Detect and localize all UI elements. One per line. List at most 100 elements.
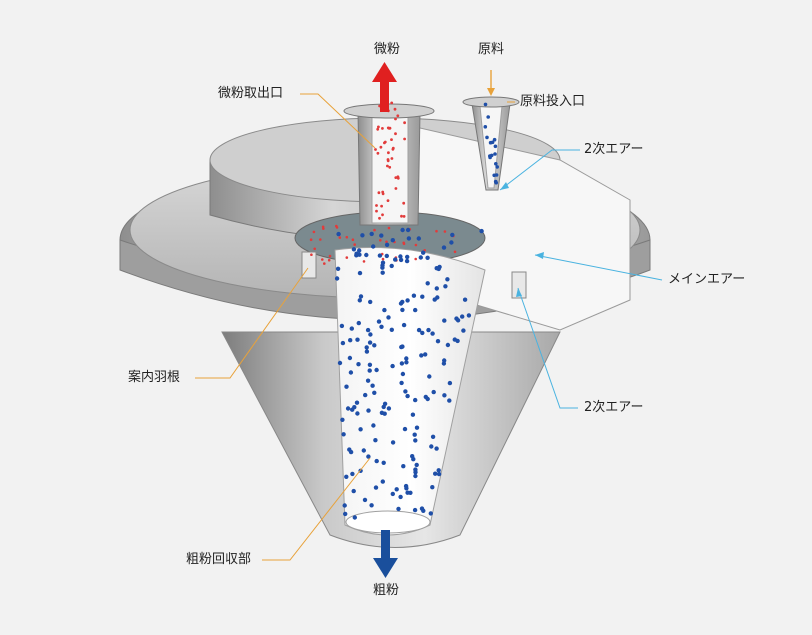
- coarse-particle: [414, 462, 419, 468]
- label-fine-outlet: 微粉取出口: [218, 86, 284, 101]
- coarse-particle: [367, 340, 373, 345]
- coarse-particle: [410, 454, 415, 459]
- coarse-particle: [445, 277, 450, 282]
- fine-particle: [402, 242, 406, 246]
- coarse-particle: [357, 298, 362, 303]
- coarse-particle: [384, 242, 390, 247]
- coarse-particle: [348, 449, 354, 455]
- fine-particle: [394, 187, 398, 190]
- coarse-particles: [334, 102, 500, 520]
- coarse-particle: [441, 361, 447, 366]
- coarse-particle: [430, 331, 435, 336]
- coarse-particle: [479, 228, 484, 234]
- leader-coarse-collection: [262, 457, 371, 561]
- coarse-particle: [361, 448, 366, 453]
- coarse-particle: [336, 231, 341, 237]
- coarse-particle: [380, 265, 385, 270]
- fine-particle: [381, 213, 384, 217]
- coarse-particle: [413, 397, 418, 403]
- coarse-particle: [351, 247, 357, 252]
- coarse-particle: [452, 337, 457, 342]
- coarse-particle: [379, 233, 384, 238]
- coarse-particle: [335, 266, 341, 271]
- fine-particle: [386, 199, 390, 203]
- fine-particle: [396, 175, 400, 179]
- coarse-particle: [494, 162, 498, 166]
- fine-particle: [345, 256, 349, 259]
- coarse-particle: [344, 384, 349, 389]
- coarse-particle: [460, 314, 465, 319]
- coarse-particle: [374, 458, 379, 464]
- guide-vane-2: [511, 271, 527, 299]
- coarse-particle: [356, 320, 361, 326]
- coarse-particle: [368, 332, 373, 337]
- coarse-particle: [401, 322, 407, 328]
- fine-particle: [362, 260, 366, 263]
- coarse-particle: [349, 326, 354, 331]
- coarse-particle: [400, 371, 406, 377]
- coarse-particle: [416, 327, 422, 333]
- inner-cone-bottom: [345, 510, 431, 534]
- coarse-particle: [365, 378, 371, 383]
- coarse-particle: [386, 315, 391, 320]
- coarse-particle: [403, 483, 409, 489]
- fine-particle: [394, 117, 397, 121]
- coarse-particle: [398, 257, 404, 263]
- coarse-particle: [430, 434, 436, 439]
- fine-particle: [328, 254, 332, 258]
- coarse-particle: [404, 360, 409, 365]
- coarse-particle: [434, 446, 439, 451]
- label-raw-material: 原料: [478, 42, 505, 57]
- coarse-particle: [341, 432, 346, 437]
- coarse-particle: [355, 337, 360, 342]
- coarse-particle: [340, 417, 345, 422]
- coarse-particle: [493, 152, 497, 156]
- coarse-particle: [461, 328, 466, 333]
- leader-guide-vane: [195, 267, 309, 379]
- coarse-particle: [340, 340, 346, 346]
- coarse-particle: [431, 389, 436, 395]
- fine-particle: [309, 238, 313, 241]
- coarse-particle: [355, 411, 360, 416]
- label-secondary-air-top: 2次エアー: [584, 142, 644, 157]
- coarse-particle: [413, 470, 418, 475]
- coarse-particle: [434, 286, 439, 291]
- fine-particle: [327, 258, 331, 262]
- coarse-particle: [370, 383, 375, 388]
- coarse-particle: [404, 356, 409, 361]
- coarse-particle: [364, 252, 369, 258]
- fine-particle: [394, 132, 397, 136]
- leader-arrowheads: [500, 182, 544, 297]
- coarse-particle: [493, 179, 498, 184]
- coarse-particle: [413, 473, 418, 479]
- coarse-particle: [425, 255, 430, 260]
- fine-outlet-inner: [371, 114, 409, 224]
- label-secondary-air-bottom: 2次エアー: [584, 400, 644, 415]
- coarse-particle: [389, 263, 394, 269]
- coarse-particle: [367, 368, 372, 373]
- coarse-particle: [366, 454, 371, 459]
- fine-particle: [400, 214, 403, 218]
- fine-particle: [403, 137, 406, 141]
- coarse-particle: [399, 344, 404, 350]
- fine-particle: [387, 151, 390, 155]
- coarse-particle: [413, 438, 418, 443]
- coarse-particle: [420, 330, 425, 336]
- coarse-particle: [426, 327, 431, 333]
- coarse-particle: [342, 503, 347, 508]
- coarse-particle: [435, 339, 441, 344]
- coarse-particle: [334, 276, 340, 281]
- coarse-particle: [367, 362, 373, 367]
- fine-particle: [322, 227, 325, 230]
- fine-particle: [375, 204, 378, 207]
- fine-particle: [374, 148, 377, 151]
- coarse-particle: [374, 367, 379, 373]
- fine-particle: [402, 201, 406, 205]
- coarse-particle: [412, 507, 418, 513]
- fine-particle: [313, 247, 317, 251]
- coarse-particle: [400, 307, 405, 313]
- coarse-particle: [492, 137, 497, 142]
- coarse-particle: [436, 471, 442, 477]
- fine-particle: [414, 257, 418, 261]
